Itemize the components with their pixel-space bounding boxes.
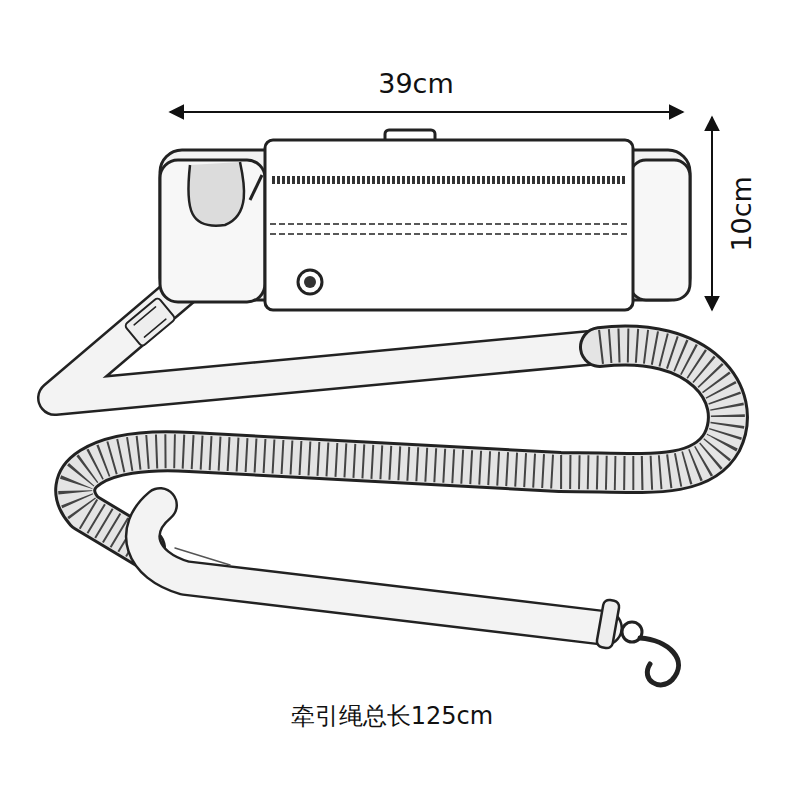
height-dimension-label: 10cm (727, 176, 757, 252)
height-dimension (711, 117, 713, 310)
leash (55, 262, 728, 685)
waist-bag (160, 130, 690, 310)
width-dimension-label: 39cm (378, 69, 454, 99)
leash-length-note: 牵引绳总长125cm (291, 703, 493, 729)
width-dimension (170, 111, 683, 113)
